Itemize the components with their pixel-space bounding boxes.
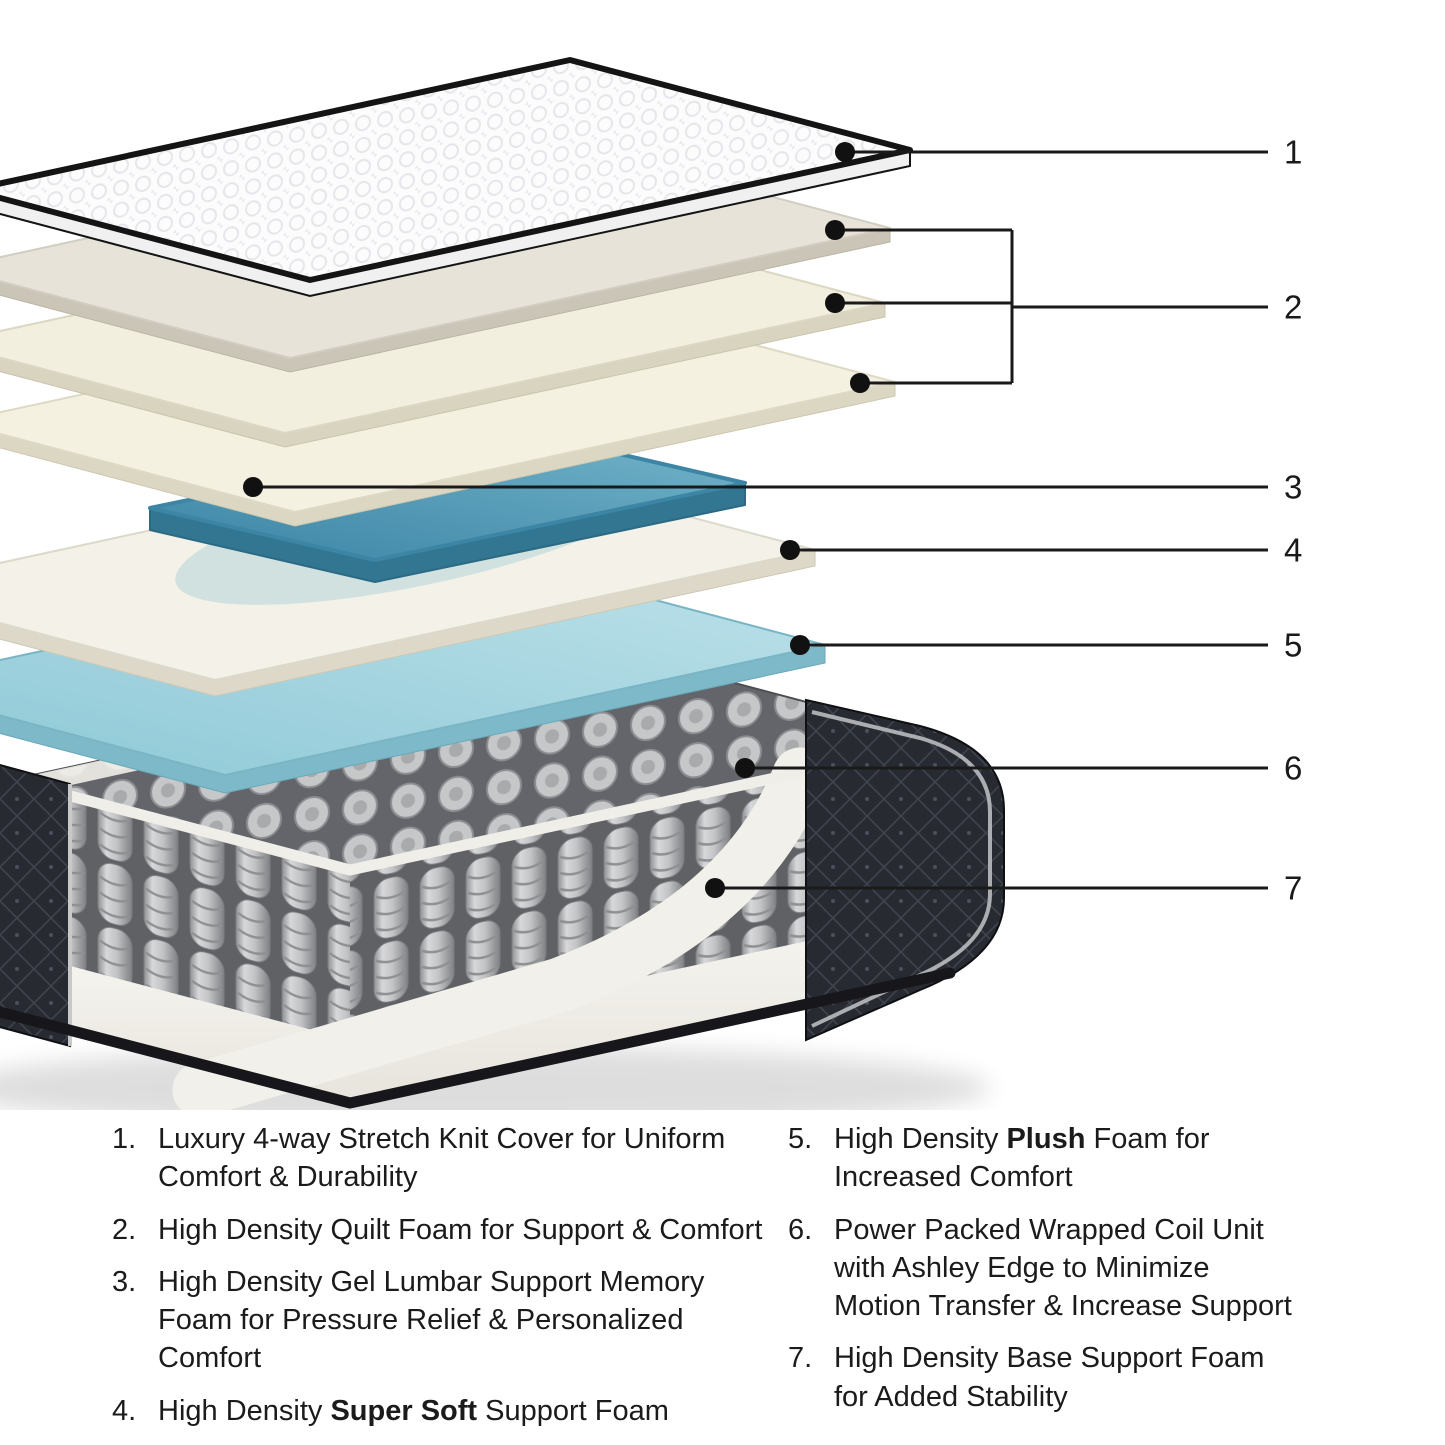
layer-knit-cover	[0, 57, 913, 298]
legend-item-number: 6.	[788, 1213, 813, 1246]
legend-item-7: 7. High Density Base Support Foam for Ad…	[788, 1339, 1304, 1416]
fabric-panel-right	[805, 698, 1005, 1042]
legend-item-1: 1. Luxury 4-way Stretch Knit Cover for U…	[112, 1120, 764, 1197]
legend-item-number: 4.	[112, 1394, 137, 1427]
legend-item-number: 5.	[788, 1123, 813, 1155]
legend-item-5: 5. High Density Plush Foam for Increased…	[788, 1120, 1304, 1197]
callout-dots	[243, 142, 870, 898]
callout-number-4: 4	[1284, 531, 1303, 569]
callout-number-2: 2	[1284, 288, 1303, 326]
mattress-exploded-diagram	[0, 57, 1268, 1110]
legend-item-text: High Density Super Soft Support Foam	[158, 1394, 669, 1427]
legend-item-3: 3. High Density Gel Lumbar Support Memor…	[112, 1263, 764, 1378]
legend-item-2: 2. High Density Quilt Foam for Support &…	[112, 1211, 764, 1249]
fabric-strip-left	[0, 764, 72, 1048]
callout-number-6: 6	[1284, 749, 1303, 787]
callout-number-1: 1	[1284, 133, 1303, 171]
layer-base-foam	[10, 747, 950, 1110]
legend-column-left: 1. Luxury 4-way Stretch Knit Cover for U…	[112, 1120, 764, 1444]
callout-number-5: 5	[1284, 626, 1303, 664]
legend-item-text: Power Packed Wrapped Coil Unit with Ashl…	[834, 1213, 1292, 1323]
legend-item-text: High Density Gel Lumbar Support Memory F…	[158, 1265, 705, 1375]
legend-item-text: High Density Base Support Foam for Added…	[834, 1342, 1265, 1413]
legend-item-number: 1.	[112, 1123, 137, 1155]
legend-item-4: 4. High Density Super Soft Support Foam	[112, 1392, 764, 1430]
legend-item-number: 2.	[112, 1213, 137, 1246]
callout-number-7: 7	[1284, 869, 1303, 907]
callout-lines	[253, 150, 1268, 890]
bottom-piping	[0, 967, 956, 1109]
legend-item-text: Luxury 4-way Stretch Knit Cover for Unif…	[158, 1123, 726, 1194]
callout-number-3: 3	[1284, 468, 1303, 506]
legend-item-number: 7.	[788, 1342, 813, 1375]
legend-item-text: High Density Plush Foam for Increased Co…	[834, 1123, 1210, 1194]
legend-item-text: High Density Quilt Foam for Support & Co…	[158, 1213, 763, 1246]
legend-column-right: 5. High Density Plush Foam for Increased…	[788, 1120, 1304, 1430]
legend-item-number: 3.	[112, 1265, 137, 1298]
legend-item-6: 6. Power Packed Wrapped Coil Unit with A…	[788, 1211, 1304, 1326]
